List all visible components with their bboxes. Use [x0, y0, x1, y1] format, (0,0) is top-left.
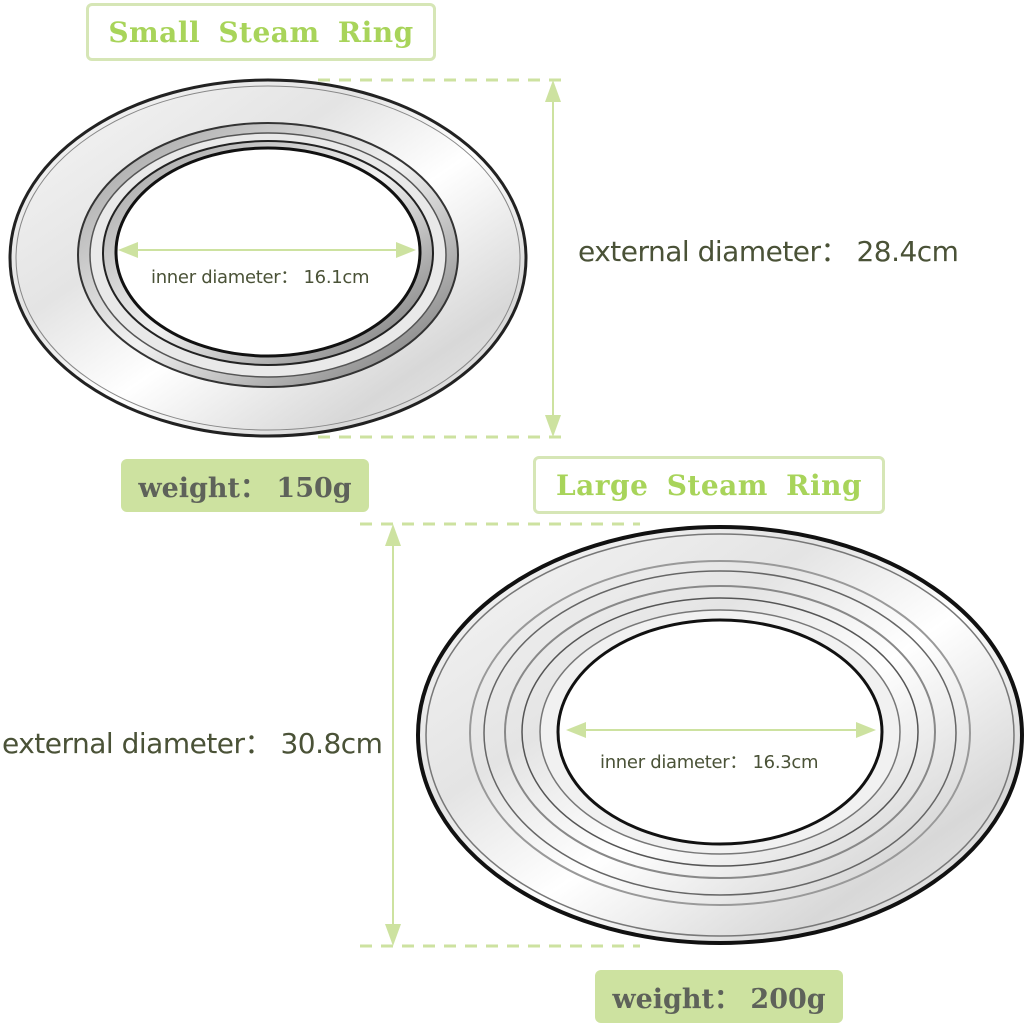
large-steam-ring-image	[416, 525, 1024, 945]
small-ring-title: Small Steam Ring	[108, 15, 414, 49]
small-ring-weight: weight： 150g	[138, 473, 352, 504]
small-ring-weight-badge: weight： 150g	[121, 459, 369, 512]
large-ring-title-box: Large Steam Ring	[533, 456, 885, 514]
small-inner-diameter-label: inner diameter： 16.1cm	[151, 267, 370, 288]
small-external-diameter-guide	[318, 78, 566, 439]
small-steam-ring-image	[8, 78, 528, 438]
large-inner-diameter-arrow	[566, 722, 876, 738]
large-inner-diameter-label: inner diameter： 16.3cm	[600, 752, 819, 773]
large-external-diameter-guide	[360, 522, 640, 948]
small-external-diameter-label: external diameter： 28.4cm	[578, 235, 959, 268]
small-ring-title-box: Small Steam Ring	[86, 3, 436, 61]
large-ring-weight-badge: weight： 200g	[595, 970, 843, 1023]
small-inner-diameter-arrow	[118, 242, 416, 258]
large-external-diameter-label: external diameter： 30.8cm	[2, 727, 383, 760]
large-ring-weight: weight： 200g	[612, 984, 826, 1015]
large-ring-title: Large Steam Ring	[555, 468, 863, 502]
